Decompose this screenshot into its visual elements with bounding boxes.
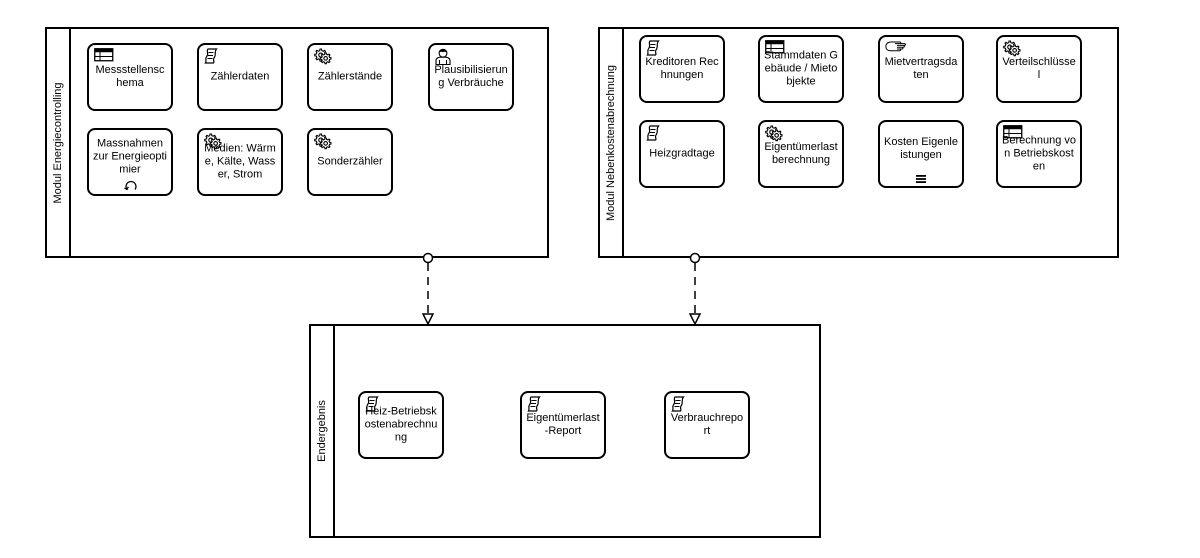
parallel-multi-instance-icon xyxy=(915,171,927,183)
task-6[interactable]: Eigentümerlastberechnung xyxy=(758,120,844,188)
task-label: Sonderzähler xyxy=(317,155,383,168)
task-2[interactable]: Stammdaten Gebäude / Mietobjekte xyxy=(758,35,844,103)
task-label: Kosten Eigenleistungen xyxy=(884,136,958,161)
task-1[interactable]: Heiz-Betriebskostenabrechnung xyxy=(358,391,444,459)
script-icon xyxy=(204,48,224,65)
task-label: Berechnung von Betriebskosten xyxy=(1002,134,1076,173)
service-gear-icon xyxy=(314,48,334,65)
task-1[interactable]: Kreditoren Rechnungen xyxy=(639,35,725,103)
service-gear-icon xyxy=(765,125,785,142)
task-label: Verteilschlüssel xyxy=(1002,56,1076,81)
task-label: Heiz-Betriebskostenabrechnung xyxy=(364,405,438,444)
message-flow-nebenkosten-to-endergebnis[interactable] xyxy=(688,252,702,326)
pool-energiecontrolling[interactable]: Modul Energiecontrolling Messstellensche… xyxy=(45,27,549,258)
pool-nebenkostenabrechnung[interactable]: Modul Nebenkostenabrechnung Kreditoren R… xyxy=(598,27,1119,258)
script-icon xyxy=(646,40,666,57)
task-label: Plausibilisierung Verbräuche xyxy=(434,64,508,89)
task-label: Messstellenschema xyxy=(95,64,165,89)
pool-header: Endergebnis xyxy=(311,326,335,536)
manual-hand-icon xyxy=(885,40,906,57)
service-gear-icon xyxy=(204,133,224,150)
task-7[interactable]: Kosten Eigenleistungen xyxy=(878,120,964,188)
task-label: Eigentümerlastberechnung xyxy=(764,141,838,166)
task-8[interactable]: Berechnung von Betriebskosten xyxy=(996,120,1082,188)
business-rule-icon xyxy=(94,48,114,65)
task-label: Zählerstände xyxy=(317,70,383,83)
script-icon xyxy=(365,396,385,413)
service-gear-icon xyxy=(1003,40,1023,57)
loop-marker-icon xyxy=(124,179,137,191)
task-2[interactable]: Eigentümerlast-Report xyxy=(520,391,606,459)
task-2[interactable]: Zählerdaten xyxy=(197,43,283,111)
task-4[interactable]: Verteilschlüssel xyxy=(996,35,1082,103)
script-icon xyxy=(646,125,666,142)
task-6[interactable]: Medien: Wärme, Kälte, Wasser, Strom xyxy=(197,128,283,196)
task-label: Eigentümerlast-Report xyxy=(526,412,600,437)
script-icon xyxy=(527,396,547,413)
task-label: Mietvertragsdaten xyxy=(884,56,958,81)
business-rule-icon xyxy=(1003,125,1023,142)
task-4[interactable]: Plausibilisierung Verbräuche xyxy=(428,43,514,111)
task-label: Massnahmen zur Energieoptimier xyxy=(93,137,167,176)
pool-header: Modul Nebenkostenabrechnung xyxy=(600,29,624,256)
task-label: Heizgradtage xyxy=(649,147,715,160)
task-1[interactable]: Messstellenschema xyxy=(87,43,173,111)
task-3[interactable]: Zählerstände xyxy=(307,43,393,111)
task-label: Kreditoren Rechnungen xyxy=(645,56,719,81)
script-icon xyxy=(671,396,691,413)
task-label: Zählerdaten xyxy=(210,70,270,83)
user-icon xyxy=(435,48,455,65)
task-5[interactable]: Massnahmen zur Energieoptimier xyxy=(87,128,173,196)
service-gear-icon xyxy=(314,133,334,150)
task-7[interactable]: Sonderzähler xyxy=(307,128,393,196)
business-rule-icon xyxy=(765,40,785,57)
task-3[interactable]: Mietvertragsdaten xyxy=(878,35,964,103)
task-3[interactable]: Verbrauchreport xyxy=(664,391,750,459)
task-label: Medien: Wärme, Kälte, Wasser, Strom xyxy=(204,142,276,181)
task-label: Verbrauchreport xyxy=(670,412,744,437)
task-label: Stammdaten Gebäude / Mietobjekte xyxy=(764,49,838,88)
pool-header: Modul Energiecontrolling xyxy=(47,29,71,256)
pool-endergebnis[interactable]: Endergebnis Heiz-Betriebskostenabrechnun… xyxy=(309,324,821,538)
message-flow-energiecontrolling-to-endergebnis[interactable] xyxy=(421,252,435,326)
task-5[interactable]: Heizgradtage xyxy=(639,120,725,188)
